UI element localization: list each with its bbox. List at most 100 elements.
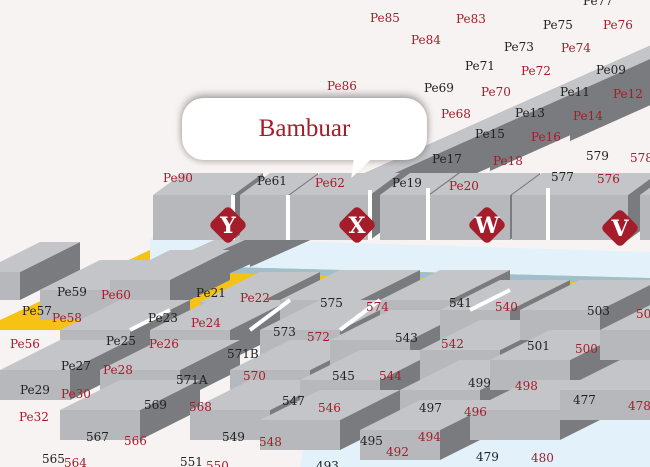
stall-label[interactable]: 573 [273,325,296,339]
stall-label[interactable]: Pe23 [148,311,178,325]
stall-label[interactable]: Pe90 [163,171,193,185]
stall-label[interactable]: 565 [42,452,65,466]
stall-label[interactable]: 547 [282,394,305,408]
stall-label[interactable]: 540 [495,300,518,314]
stall-label[interactable]: Pe58 [52,311,82,325]
stall-label[interactable]: Pe32 [19,410,49,424]
stall-label[interactable]: Pe20 [449,179,479,193]
stall-label[interactable]: 497 [419,401,442,415]
stall-label[interactable]: Pe13 [515,106,545,120]
stall-label[interactable]: Pe74 [561,41,591,55]
stall-label[interactable]: 566 [124,434,147,448]
stall-label[interactable]: 578 [630,151,650,165]
stall-label[interactable]: 493 [316,459,339,467]
stall-label[interactable]: 576 [597,172,620,186]
stall-label[interactable]: 548 [259,435,282,449]
stall-label[interactable]: Pe19 [392,176,422,190]
stall-label[interactable]: 477 [573,393,596,407]
stall-label[interactable]: Pe61 [257,174,287,188]
stall-label[interactable]: 494 [418,430,441,444]
stall-label[interactable]: 478 [628,399,650,413]
stall-block[interactable] [600,300,650,360]
stall-label[interactable]: Pe57 [22,304,52,318]
stall-label[interactable]: Pe86 [327,79,357,93]
stall-label[interactable]: 499 [468,376,491,390]
stall-label[interactable]: 572 [307,330,330,344]
stall-label[interactable]: 546 [318,401,341,415]
stall-block[interactable] [0,242,80,300]
stall-label[interactable]: Pe21 [196,286,226,300]
stall-label[interactable]: 498 [515,379,538,393]
marker-w[interactable]: W [467,205,507,245]
stall-label[interactable]: 502 [636,307,650,321]
stall-label[interactable]: Pe30 [61,387,91,401]
stall-label[interactable]: Pe29 [20,383,50,397]
stall-label[interactable]: Pe25 [106,334,136,348]
stall-label[interactable]: Pe18 [493,154,523,168]
marker-y[interactable]: Y [208,205,248,245]
stall-label[interactable]: 571B [227,347,259,361]
stall-label[interactable]: 479 [476,450,499,464]
stall-label[interactable]: Pe70 [481,85,511,99]
stall-label[interactable]: Pe24 [191,316,221,330]
stall-block[interactable] [560,360,650,420]
stall-label[interactable]: 549 [222,430,245,444]
stall-label[interactable]: 570 [243,369,266,383]
stall-label[interactable]: Pe22 [240,291,270,305]
stall-label[interactable]: Pe76 [603,18,633,32]
stall-label[interactable]: Pe09 [596,63,626,77]
stall-label[interactable]: 551 [180,455,203,467]
stall-label[interactable]: Pe11 [560,85,590,99]
stall-label[interactable]: Pe14 [573,109,603,123]
stall-label[interactable]: 542 [441,337,464,351]
stall-label[interactable]: 564 [64,456,87,467]
stall-block[interactable] [640,173,650,240]
marker-v[interactable]: V [600,208,640,248]
stall-label[interactable]: Pe28 [103,363,133,377]
stall-label[interactable]: Pe12 [613,87,643,101]
stall-label[interactable]: 541 [449,296,472,310]
stall-label[interactable]: 567 [86,430,109,444]
stall-block[interactable] [260,390,400,450]
stall-label[interactable]: Pe16 [531,130,561,144]
stall-label[interactable]: 571A [176,373,208,387]
stall-label[interactable]: Pe17 [432,152,462,166]
stall-label[interactable]: Pe59 [57,285,87,299]
stall-label[interactable]: Pe62 [315,176,345,190]
stall-label[interactable]: Pe75 [543,18,573,32]
stall-label[interactable]: Pe26 [149,337,179,351]
stall-label[interactable]: Pe85 [370,11,400,25]
stall-label[interactable]: 545 [332,369,355,383]
stall-label[interactable]: Pe72 [521,64,551,78]
stall-label[interactable]: Pe27 [61,359,91,373]
stall-label[interactable]: Pe77 [583,0,613,8]
stall-label[interactable]: 569 [144,398,167,412]
stall-label[interactable]: Pe73 [504,40,534,54]
stall-label[interactable]: Pe84 [411,33,441,47]
stall-label[interactable]: 550 [206,459,229,467]
stall-label[interactable]: 543 [395,331,418,345]
stall-label[interactable]: 577 [551,170,574,184]
stall-block[interactable] [60,380,200,440]
stall-label[interactable]: Pe68 [441,107,471,121]
stall-label[interactable]: 568 [189,400,212,414]
booth-callout[interactable]: Bambuar [182,98,427,160]
stall-label[interactable]: 544 [379,369,402,383]
stall-label[interactable]: 503 [587,304,610,318]
stall-label[interactable]: 574 [366,300,389,314]
stall-label[interactable]: Pe15 [475,127,505,141]
stall-label[interactable]: Pe69 [424,81,454,95]
stall-label[interactable]: Pe60 [101,288,131,302]
stall-label[interactable]: 579 [586,149,609,163]
stall-label[interactable]: 575 [320,296,343,310]
stall-label[interactable]: 501 [527,339,550,353]
stall-label[interactable]: 500 [575,342,598,356]
stall-label[interactable]: 495 [360,434,383,448]
stall-label[interactable]: 492 [386,445,409,459]
stall-label[interactable]: Pe56 [10,337,40,351]
stall-label[interactable]: 496 [464,405,487,419]
stall-label[interactable]: Pe71 [465,59,495,73]
stall-label[interactable]: 480 [531,451,554,465]
marker-x[interactable]: X [337,205,377,245]
stall-label[interactable]: Pe83 [456,12,486,26]
